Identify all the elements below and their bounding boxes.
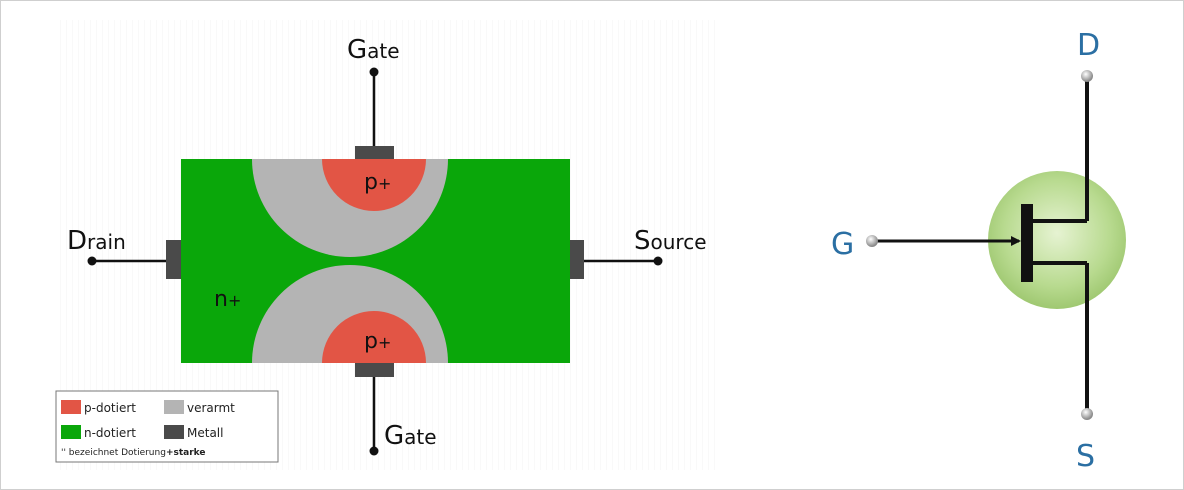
legend-note: '' bezeichnet Dotierung+starke — [61, 448, 206, 458]
gate-top-terminal — [369, 67, 379, 77]
p-region-bottom — [322, 311, 426, 363]
p-plus-top-label: p+ — [364, 170, 391, 195]
legend-label-p-doped: p-dotiert — [84, 401, 136, 415]
gate-contact-top — [355, 146, 394, 159]
source-label: Source — [634, 226, 707, 256]
legend-label-n-doped: n-dotiert — [84, 426, 136, 440]
gate-bottom-label: Gate — [384, 421, 437, 451]
drain-contact — [166, 240, 181, 279]
p-plus-bottom-label: p+ — [364, 329, 391, 354]
gate-contact-bottom — [355, 363, 394, 377]
semiconductor-body — [181, 159, 570, 363]
symbol-drain-terminal — [1081, 70, 1093, 82]
drain-terminal — [87, 256, 97, 266]
symbol-gate-terminal — [866, 235, 878, 247]
drain-label: Drain — [67, 226, 126, 256]
p-region-top — [322, 159, 426, 211]
jfet-symbol: D G S — [831, 28, 1126, 474]
source-terminal — [653, 256, 663, 266]
symbol-source-label: S — [1076, 439, 1095, 474]
symbol-channel-bar — [1021, 204, 1033, 282]
source-contact — [570, 240, 584, 279]
symbol-drain-label: D — [1077, 28, 1100, 63]
legend-swatch-depleted — [164, 400, 184, 414]
symbol-gate-label: G — [831, 227, 854, 262]
legend-label-metal: Metall — [187, 426, 223, 440]
legend-swatch-n-doped — [61, 425, 81, 439]
gate-bottom-terminal — [369, 446, 379, 456]
symbol-source-terminal — [1081, 408, 1093, 420]
legend-label-depleted: verarmt — [187, 401, 235, 415]
gate-top-label: Gate — [347, 35, 400, 65]
legend: p-dotiert verarmt n-dotiert Metall '' be… — [55, 390, 279, 463]
legend-swatch-p-doped — [61, 400, 81, 414]
n-plus-label: n+ — [214, 287, 241, 312]
legend-swatch-metal — [164, 425, 184, 439]
